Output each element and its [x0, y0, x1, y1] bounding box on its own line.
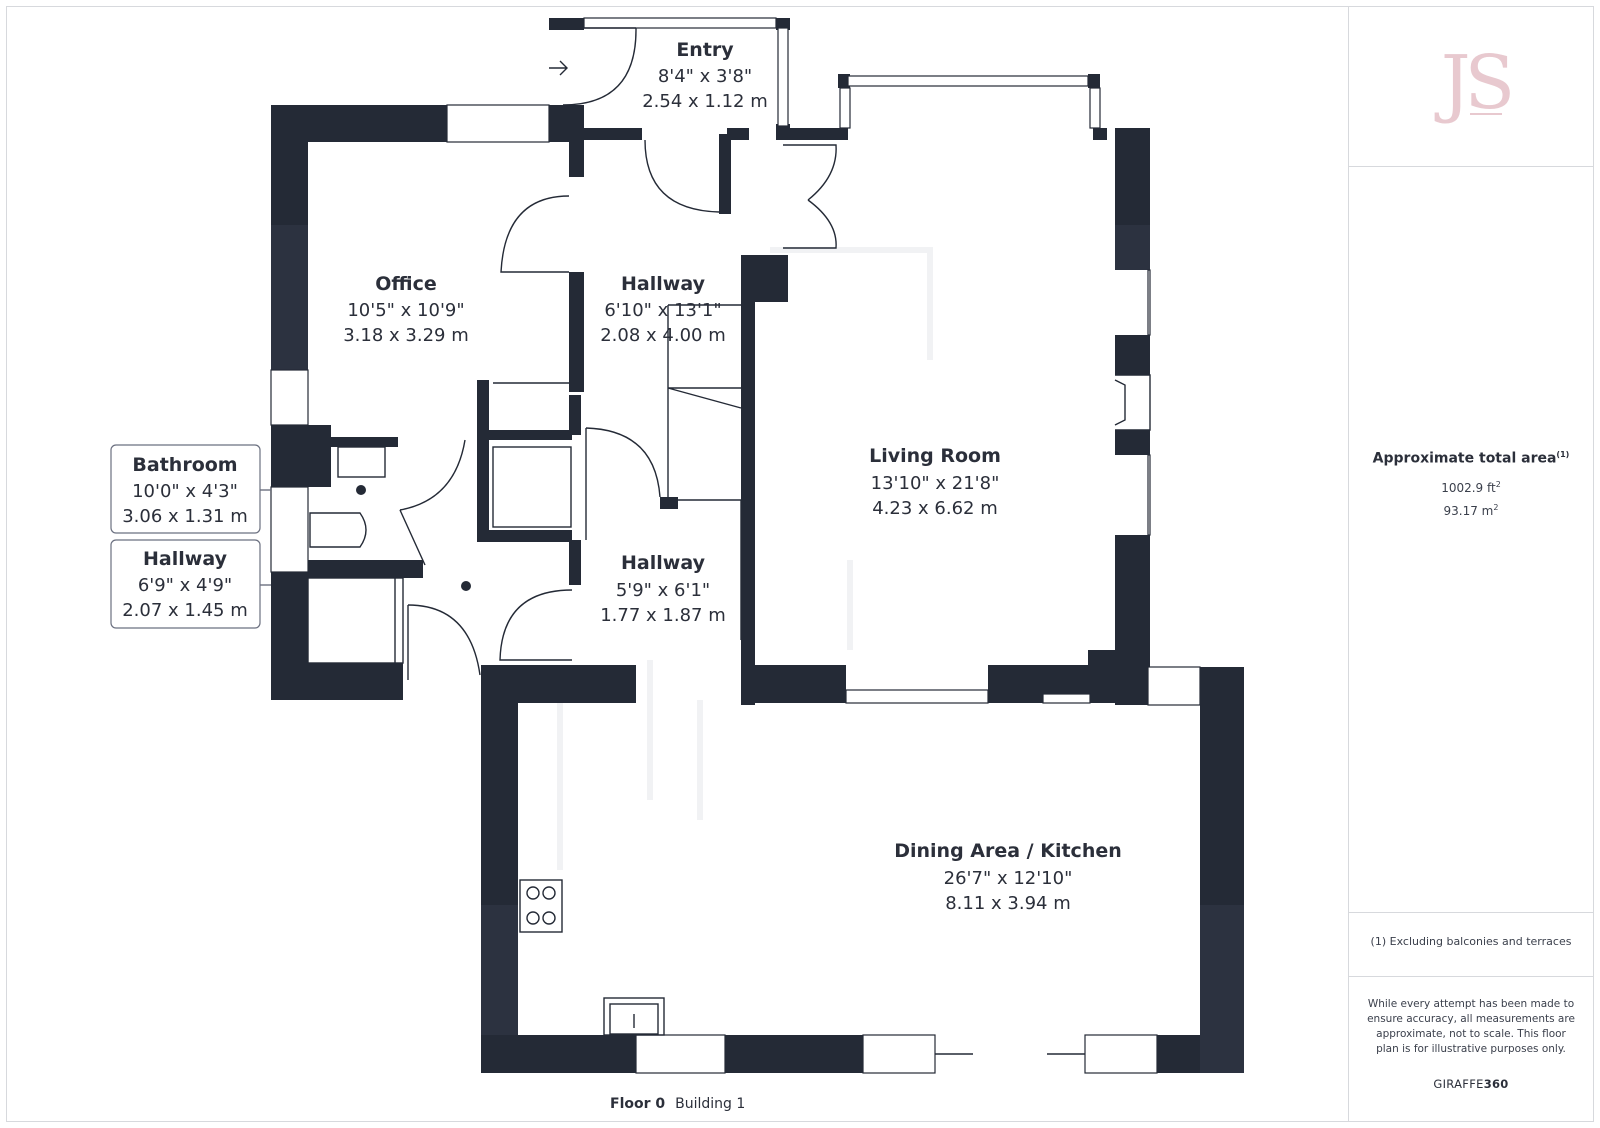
- room-dining-kitchen-name: Dining Area / Kitchen: [894, 840, 1122, 862]
- building-label: Building 1: [675, 1096, 746, 1112]
- info-sidebar: [1348, 6, 1594, 1122]
- sidebar-divider: [1349, 912, 1594, 913]
- approx-area-title-text: Approximate total area: [1372, 450, 1557, 467]
- floor-caption: Floor 0 Building 1: [610, 1096, 745, 1112]
- room-hallway-upper-dim-imperial: 6'10" x 13'1": [604, 300, 721, 321]
- js-logo: JS: [1434, 40, 1517, 126]
- windows: [270, 17, 1201, 1074]
- ghost-watermark: [557, 247, 933, 870]
- room-entry: Entry 8'4" x 3'8" 2.54 x 1.12 m: [642, 39, 768, 112]
- room-dining-kitchen-dim-imperial: 26'7" x 12'10": [944, 868, 1073, 889]
- room-hallway-small-dim-metric: 2.07 x 1.45 m: [122, 600, 248, 621]
- room-entry-dim-metric: 2.54 x 1.12 m: [642, 91, 768, 112]
- room-dining-kitchen: Dining Area / Kitchen 26'7" x 12'10" 8.1…: [894, 840, 1122, 914]
- disclaimer-text: While every attempt has been made to ens…: [1367, 998, 1575, 1055]
- floor-plan-drawing: Entry 8'4" x 3'8" 2.54 x 1.12 m Office 1…: [110, 17, 1244, 1074]
- brand-giraffe360: GIRAFFE360: [1348, 1077, 1594, 1091]
- approx-area-note-mark: (1): [1556, 450, 1570, 459]
- room-office-dim-metric: 3.18 x 3.29 m: [343, 325, 469, 346]
- room-bathroom-dim-imperial: 10'0" x 4'3": [132, 481, 238, 502]
- callout-bathroom: Bathroom 10'0" x 4'3" 3.06 x 1.31 m: [110, 444, 271, 534]
- area-sqft-exponent: 2: [1495, 480, 1501, 489]
- room-entry-dim-imperial: 8'4" x 3'8": [658, 66, 752, 87]
- room-hallway-lower-dim-metric: 1.77 x 1.87 m: [600, 605, 726, 626]
- room-hallway-lower-dim-imperial: 5'9" x 6'1": [616, 580, 710, 601]
- walls: [271, 18, 1244, 1073]
- area-sqm: 93.17 m2: [1348, 503, 1594, 518]
- room-hallway-lower-name: Hallway: [621, 552, 706, 574]
- floor-label: Floor 0: [610, 1096, 666, 1112]
- room-office: Office 10'5" x 10'9" 3.18 x 3.29 m: [343, 273, 469, 346]
- sidebar-divider: [1349, 976, 1594, 977]
- room-bathroom-name: Bathroom: [132, 454, 237, 476]
- room-bathroom-dim-metric: 3.06 x 1.31 m: [122, 506, 248, 527]
- room-hallway-small-dim-imperial: 6'9" x 4'9": [138, 575, 232, 596]
- brand-regular: GIRAFFE: [1433, 1077, 1484, 1091]
- interior-details: [307, 27, 1151, 1055]
- area-footnote: (1) Excluding balconies and terraces: [1370, 935, 1572, 948]
- area-sqft: 1002.9 ft2: [1348, 480, 1594, 495]
- room-hallway-upper: Hallway 6'10" x 13'1" 2.08 x 4.00 m: [600, 273, 726, 346]
- room-hallway-upper-dim-metric: 2.08 x 4.00 m: [600, 325, 726, 346]
- room-office-name: Office: [375, 273, 437, 295]
- room-living-dim-metric: 4.23 x 6.62 m: [872, 498, 998, 519]
- room-hallway-small-name: Hallway: [143, 548, 228, 570]
- room-living: Living Room 13'10" x 21'8" 4.23 x 6.62 m: [869, 445, 1001, 519]
- callout-hallway-small: Hallway 6'9" x 4'9" 2.07 x 1.45 m: [110, 539, 271, 629]
- room-living-dim-imperial: 13'10" x 21'8": [871, 473, 1000, 494]
- room-office-dim-imperial: 10'5" x 10'9": [347, 300, 464, 321]
- area-sqm-value: 93.17 m: [1443, 504, 1494, 518]
- page-frame: [6, 6, 1594, 1122]
- sidebar-divider: [1349, 166, 1594, 167]
- room-dining-kitchen-dim-metric: 8.11 x 3.94 m: [945, 893, 1071, 914]
- js-logo-text: JS: [1434, 40, 1511, 126]
- room-living-name: Living Room: [869, 445, 1001, 467]
- area-sqm-exponent: 2: [1493, 503, 1499, 512]
- brand-bold: 360: [1483, 1077, 1509, 1091]
- approx-area-title: Approximate total area(1): [1348, 450, 1594, 467]
- area-sqft-value: 1002.9 ft: [1441, 481, 1496, 495]
- room-hallway-lower: Hallway 5'9" x 6'1" 1.77 x 1.87 m: [600, 552, 726, 626]
- room-entry-name: Entry: [676, 39, 734, 61]
- room-hallway-upper-name: Hallway: [621, 273, 706, 295]
